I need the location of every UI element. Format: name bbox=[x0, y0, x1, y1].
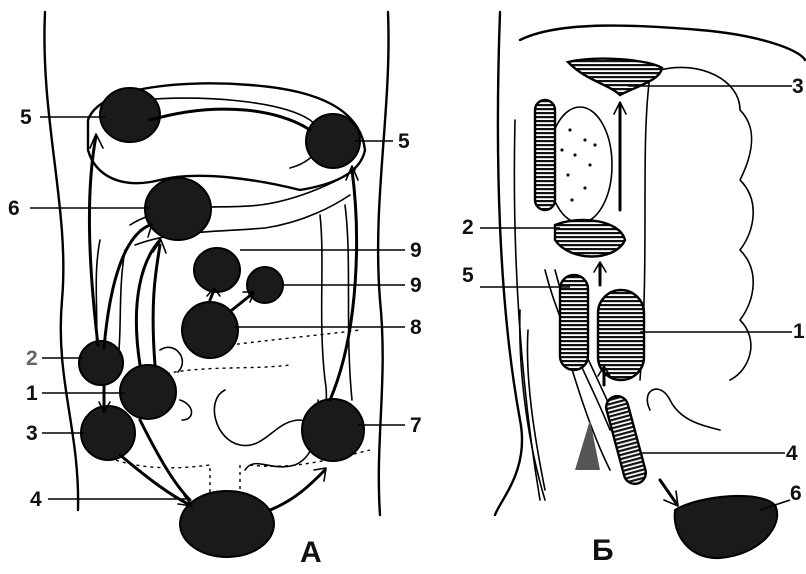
label-a-9-top: 9 bbox=[410, 239, 422, 262]
label-a-6: 6 bbox=[8, 197, 20, 220]
descending-colon-inner bbox=[345, 205, 352, 400]
abscess-9-a bbox=[194, 248, 240, 292]
abdominal-wall bbox=[520, 26, 805, 60]
small-intestine bbox=[214, 390, 313, 470]
abscess-b-4 bbox=[604, 394, 649, 487]
abscess-7 bbox=[302, 399, 364, 461]
label-b-5: 5 bbox=[462, 264, 474, 287]
label-a-2: 2 bbox=[26, 347, 38, 370]
label-a-1: 1 bbox=[26, 382, 38, 405]
label-a-8: 8 bbox=[410, 316, 422, 339]
kidney-texture bbox=[560, 128, 596, 201]
panel-a-drawing bbox=[30, 12, 405, 557]
mesentery-line bbox=[230, 330, 360, 345]
label-a-4: 4 bbox=[30, 488, 42, 511]
label-b-2: 2 bbox=[462, 216, 474, 239]
abscess-2 bbox=[79, 341, 123, 385]
label-a-7: 7 bbox=[410, 414, 422, 437]
sacrum bbox=[520, 310, 545, 500]
abscess-3 bbox=[81, 406, 135, 460]
label-a-5-left: 5 bbox=[20, 106, 32, 129]
abscess-5-left bbox=[100, 88, 160, 142]
kidney bbox=[548, 107, 612, 223]
abscess-5-right bbox=[306, 114, 360, 168]
label-b-6: 6 bbox=[790, 482, 802, 505]
label-b-4: 4 bbox=[786, 442, 798, 465]
label-a-5-right: 5 bbox=[398, 130, 410, 153]
panel-b-label: Б bbox=[592, 534, 614, 567]
abscess-1 bbox=[120, 365, 176, 419]
pelvic-floor bbox=[647, 389, 720, 430]
abscess-6 bbox=[145, 178, 211, 240]
colon-front bbox=[660, 67, 753, 380]
label-a-9-bottom: 9 bbox=[410, 274, 422, 297]
abscess-4-a bbox=[180, 491, 274, 557]
body-outline-right bbox=[378, 12, 388, 515]
abscess-8 bbox=[182, 302, 238, 358]
body-outline-left bbox=[44, 12, 78, 510]
back-outline bbox=[495, 12, 522, 515]
panel-b-drawing bbox=[480, 12, 805, 558]
abscess-b-posterior-upper bbox=[535, 100, 555, 210]
perineum-shade bbox=[575, 420, 600, 470]
label-b-3: 3 bbox=[792, 75, 804, 98]
abscess-b-6 bbox=[675, 496, 778, 558]
label-a-3: 3 bbox=[26, 422, 38, 445]
abscess-b-5 bbox=[560, 275, 588, 370]
abscess-b-2 bbox=[555, 220, 625, 257]
label-b-1: 1 bbox=[793, 320, 805, 343]
descending-colon bbox=[318, 215, 326, 410]
panel-a-label: А bbox=[300, 536, 322, 569]
